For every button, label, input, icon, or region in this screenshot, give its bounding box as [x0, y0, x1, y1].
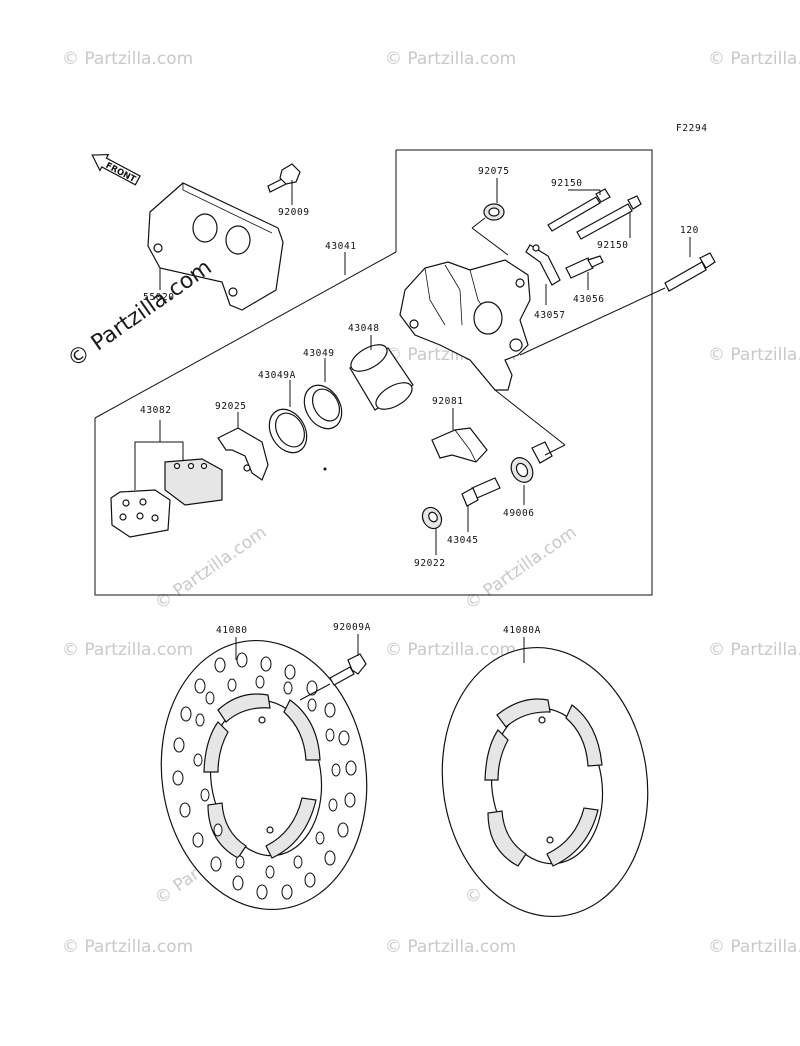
brake-disc-solid	[441, 646, 649, 918]
brake-disc-drilled	[160, 639, 368, 911]
watermark: © Partzilla.com	[708, 937, 800, 957]
label-43056: 43056	[573, 294, 605, 305]
watermark: © Partzilla.com	[708, 640, 800, 660]
label-49006: 49006	[503, 508, 535, 519]
label-43048: 43048	[348, 323, 380, 334]
disc-hole-ring	[172, 652, 357, 900]
caliper-assembly-box	[94, 149, 653, 596]
washer	[421, 506, 443, 530]
label-43045: 43045	[447, 535, 479, 546]
dot-marker	[323, 467, 327, 471]
watermark: © Partzilla.com	[62, 640, 193, 660]
caliper-body	[399, 259, 531, 391]
label-43049A: 43049A	[258, 370, 296, 381]
bracket-bolt	[267, 163, 301, 193]
slide-pin	[510, 441, 553, 483]
brake-pad-outer	[110, 489, 171, 538]
caliper-bracket	[147, 182, 284, 311]
label-92009A: 92009A	[333, 622, 371, 633]
pad-spring-clip	[525, 244, 561, 286]
watermark: © Partzilla.com	[62, 49, 193, 69]
watermark: © Partzilla.com	[385, 49, 516, 69]
label-92150-b: 92150	[597, 240, 629, 251]
mounting-bolt	[664, 252, 716, 292]
watermark: © Partzilla.com	[151, 522, 270, 614]
watermark: © Partzilla.com	[62, 937, 193, 957]
watermark: © Partzilla.com	[385, 937, 516, 957]
watermark-main: © Partzilla.com	[63, 255, 216, 373]
pad-spring	[431, 427, 488, 463]
label-43041: 43041	[325, 241, 357, 252]
label-120: 120	[680, 225, 699, 236]
label-43082: 43082	[140, 405, 172, 416]
watermark: © Partzilla.com	[708, 345, 800, 365]
label-43049: 43049	[303, 348, 335, 359]
label-92025: 92025	[215, 401, 247, 412]
label-92150-a: 92150	[551, 178, 583, 189]
label-92075: 92075	[478, 166, 510, 177]
disc-screw	[329, 653, 367, 686]
pin-boot	[483, 203, 505, 221]
caliper-piston	[349, 344, 414, 411]
piston-seal	[268, 408, 308, 454]
label-92081: 92081	[432, 396, 464, 407]
bleeder-valve	[565, 255, 604, 279]
pad-shim	[217, 427, 269, 481]
front-arrow-label: FRONT	[104, 161, 138, 185]
label-41080A: 41080A	[503, 625, 541, 636]
watermark: © Partzilla.com	[461, 522, 580, 614]
dust-seal	[303, 384, 343, 430]
label-43057: 43057	[534, 310, 566, 321]
diagram-code: F2294	[676, 123, 708, 134]
watermark: © Partzilla.com	[708, 49, 800, 69]
caliper-pin	[576, 195, 642, 240]
label-41080: 41080	[216, 625, 248, 636]
caliper-bolt	[461, 477, 501, 507]
label-92022: 92022	[414, 558, 446, 569]
caliper-pin	[547, 188, 611, 232]
label-92009: 92009	[278, 207, 310, 218]
brake-pad-inner	[164, 458, 223, 506]
front-arrow-icon: FRONT	[91, 153, 141, 186]
label-55020: 55020	[143, 292, 175, 303]
watermark: © Partzilla.com	[385, 640, 516, 660]
